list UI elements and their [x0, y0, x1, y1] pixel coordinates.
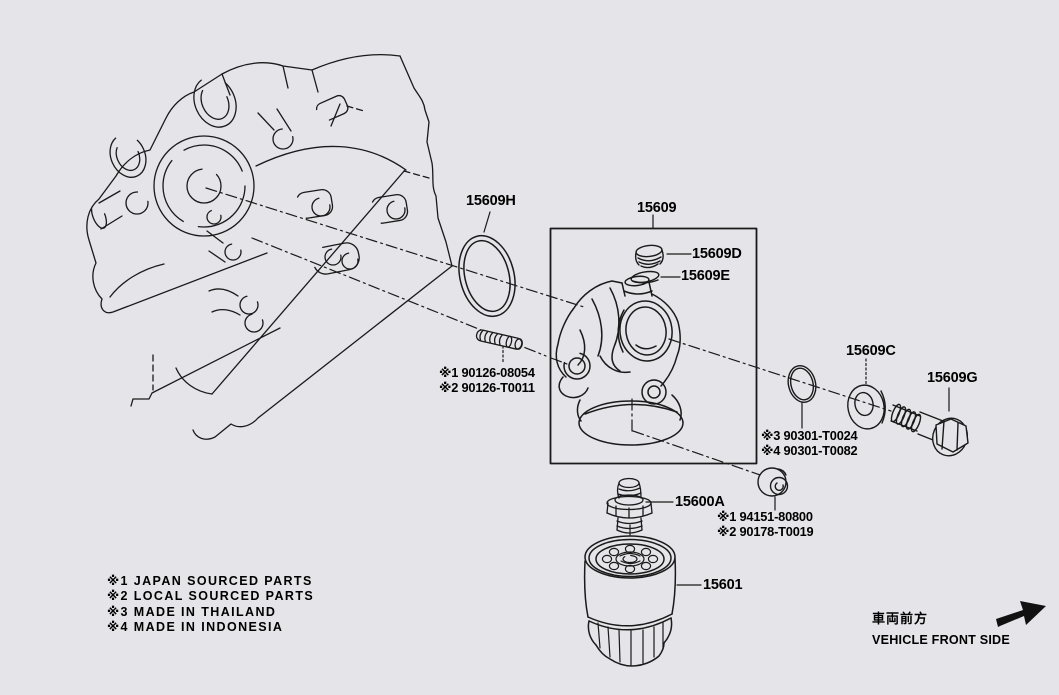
callout-15609e: 15609E: [681, 268, 730, 284]
vehicle-front-label-en: VEHICLE FRONT SIDE: [872, 633, 1010, 647]
callout-15609d: 15609D: [692, 246, 742, 262]
stud-bolt-drawing: [475, 329, 523, 350]
bracket-assembly-box: [549, 227, 758, 465]
callout-leader-lines: [483, 211, 950, 586]
callout-washer-note-3: ※3 90301-T0024: [761, 428, 858, 443]
vehicle-front-label-jp: 車両前方: [872, 611, 929, 626]
callout-15601: 15601: [703, 577, 743, 593]
cap-15609d-drawing: [634, 244, 664, 269]
callout-stud-note-1: ※1 90126-08054: [439, 365, 535, 380]
legend-note-2: ※2 LOCAL SOURCED PARTS: [107, 589, 315, 603]
callout-15609c: 15609C: [846, 343, 896, 359]
legend-note-4: ※4 MADE IN INDONESIA: [107, 620, 284, 634]
union-15600a-drawing: [606, 477, 653, 534]
legend-note-3: ※3 MADE IN THAILAND: [107, 605, 277, 619]
callout-washer-note-4: ※4 90301-T0082: [761, 443, 858, 458]
oil-filter-drawing: [583, 535, 677, 667]
callout-stud-note-2: ※2 90126-T0011: [439, 380, 535, 395]
bracket-15609-drawing: [555, 275, 684, 446]
assembly-center-lines: [205, 187, 892, 539]
callout-grommet-note-2: ※2 90178-T0019: [717, 524, 814, 539]
callout-15609: 15609: [637, 200, 677, 216]
oring-washer-15609c-drawing: [787, 365, 886, 430]
legend-note-1: ※1 JAPAN SOURCED PARTS: [107, 574, 313, 588]
callout-15600a: 15600A: [675, 494, 725, 510]
engine-block-drawing: [86, 54, 453, 440]
oring-15609h-drawing: [458, 234, 516, 318]
bolt-15609g-drawing: [890, 403, 969, 457]
callout-15609h: 15609H: [466, 193, 516, 209]
grommet-drawing: [757, 467, 789, 497]
callout-grommet-note-1: ※1 94151-80800: [717, 509, 813, 524]
vehicle-front-arrow-icon: [996, 601, 1046, 627]
callout-15609g: 15609G: [927, 370, 978, 386]
